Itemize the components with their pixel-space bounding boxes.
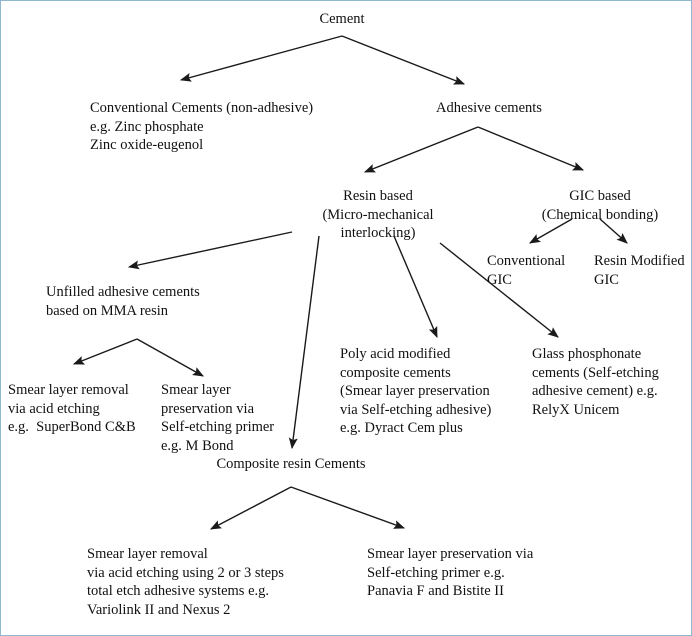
- node-smear-preservation-self-etch-primer-line: Smear layer: [161, 382, 231, 398]
- edge-arrow-gic-to-conventional-gic: [529, 218, 573, 244]
- node-cement-line: Cement: [319, 11, 365, 27]
- node-conventional-cements-line: Conventional Cements (non-adhesive): [90, 100, 314, 116]
- node-resin-modified-gic-line: GIC: [594, 271, 619, 288]
- node-cement: Cement: [262, 10, 422, 29]
- node-glass-phosphonate-line: RelyX Unicem: [532, 401, 620, 418]
- node-poly-acid-modified-line: (Smear layer preservation: [340, 383, 490, 400]
- edge-arrow-unfilled-to-self-etch-primer: [136, 338, 204, 377]
- node-glass-phosphonate-line: adhesive cement) e.g.: [532, 383, 658, 400]
- edge-arrow-cement-to-conventional: [179, 35, 343, 82]
- node-resin-based-line: (Micro-mechanical: [322, 206, 434, 223]
- node-poly-acid-modified: Poly acid modified composite cements (Smea…: [340, 345, 530, 438]
- node-smear-removal-total-etch-line: via acid etching using 2 or 3 steps: [87, 564, 284, 581]
- node-glass-phosphonate: Glass phosphonate cements (Self-etching ad…: [532, 345, 688, 419]
- node-conventional-cements-line: Zinc oxide-eugenol: [90, 137, 204, 154]
- edge-arrow-resin-to-unfilled: [127, 231, 293, 270]
- node-poly-acid-modified-line: e.g. Dyract Cem plus: [340, 420, 463, 437]
- node-smear-removal-acid-etching: Smear layer removal via acid etching e.g. …: [8, 381, 168, 437]
- edge-arrow-composite-to-panavia: [290, 486, 406, 529]
- node-poly-acid-modified-line: Poly acid modified: [340, 346, 451, 362]
- node-unfilled-adhesive-cements: Unfilled adhesive cements based on MMA re…: [46, 283, 246, 320]
- node-adhesive-cements-line: Adhesive cements: [436, 100, 542, 116]
- node-conventional-gic-line: Conventional: [487, 253, 566, 269]
- node-smear-removal-acid-etching-line: Smear layer removal: [8, 382, 129, 398]
- node-adhesive-cements: Adhesive cements: [409, 99, 569, 118]
- node-unfilled-adhesive-cements-line: based on MMA resin: [46, 302, 169, 319]
- node-glass-phosphonate-line: Glass phosphonate: [532, 346, 642, 362]
- node-resin-based-line: Resin based: [343, 188, 413, 204]
- node-gic-based-line: (Chemical bonding): [541, 206, 659, 223]
- node-smear-preservation-panavia-line: Self-etching primer e.g.: [367, 564, 505, 581]
- edge-arrow-composite-to-total-etch: [210, 486, 292, 530]
- edge-arrow-unfilled-to-acid-etching: [72, 338, 138, 365]
- node-smear-removal-acid-etching-line: e.g. SuperBond C&B: [8, 419, 136, 436]
- edge-arrow-resin-to-composite: [288, 235, 320, 450]
- node-poly-acid-modified-line: via Self-etching adhesive): [340, 401, 492, 418]
- node-unfilled-adhesive-cements-line: Unfilled adhesive cements: [46, 284, 200, 300]
- node-smear-removal-total-etch: Smear layer removal via acid etching usin…: [87, 545, 327, 619]
- edge-arrow-resin-to-poly-acid: [393, 235, 438, 339]
- edge-arrow-adhesive-to-resin: [363, 126, 479, 173]
- node-gic-based: GIC based (Chemical bonding): [520, 187, 680, 224]
- node-composite-resin-cements-line: Composite resin Cements: [216, 456, 366, 472]
- edge-arrow-resin-to-glass-phosphonate: [439, 242, 559, 338]
- node-resin-modified-gic-line: Resin Modified: [594, 253, 685, 269]
- node-smear-preservation-panavia-line: Smear layer preservation via: [367, 546, 534, 562]
- node-glass-phosphonate-line: cements (Self-etching: [532, 364, 659, 381]
- node-resin-based-line: interlocking): [340, 225, 416, 242]
- node-gic-based-line: GIC based: [569, 188, 631, 204]
- node-smear-removal-total-etch-line: Variolink II and Nexus 2: [87, 601, 231, 618]
- node-smear-removal-acid-etching-line: via acid etching: [8, 400, 100, 417]
- node-composite-resin-cements: Composite resin Cements: [191, 455, 391, 474]
- edge-arrow-gic-to-resin-modified-gic: [599, 218, 628, 244]
- node-smear-preservation-self-etch-primer-line: e.g. M Bond: [161, 437, 234, 454]
- node-smear-removal-total-etch-line: total etch adhesive systems e.g.: [87, 583, 270, 600]
- node-smear-preservation-self-etch-primer-line: preservation via: [161, 400, 255, 417]
- node-poly-acid-modified-line: composite cements: [340, 364, 451, 381]
- node-conventional-cements-line: e.g. Zinc phosphate: [90, 118, 204, 135]
- node-smear-preservation-self-etch-primer-line: Self-etching primer: [161, 419, 275, 436]
- node-conventional-cements: Conventional Cements (non-adhesive) e.g. …: [90, 99, 338, 155]
- node-smear-removal-total-etch-line: Smear layer removal: [87, 546, 208, 562]
- node-conventional-gic-line: GIC: [487, 271, 512, 288]
- node-resin-based: Resin based (Micro-mechanical interlocking…: [303, 187, 453, 243]
- edge-arrow-adhesive-to-gic: [477, 126, 585, 171]
- node-smear-preservation-panavia-line: Panavia F and Bistite II: [367, 583, 504, 600]
- edge-arrow-cement-to-adhesive: [341, 35, 466, 85]
- edges: [72, 35, 628, 530]
